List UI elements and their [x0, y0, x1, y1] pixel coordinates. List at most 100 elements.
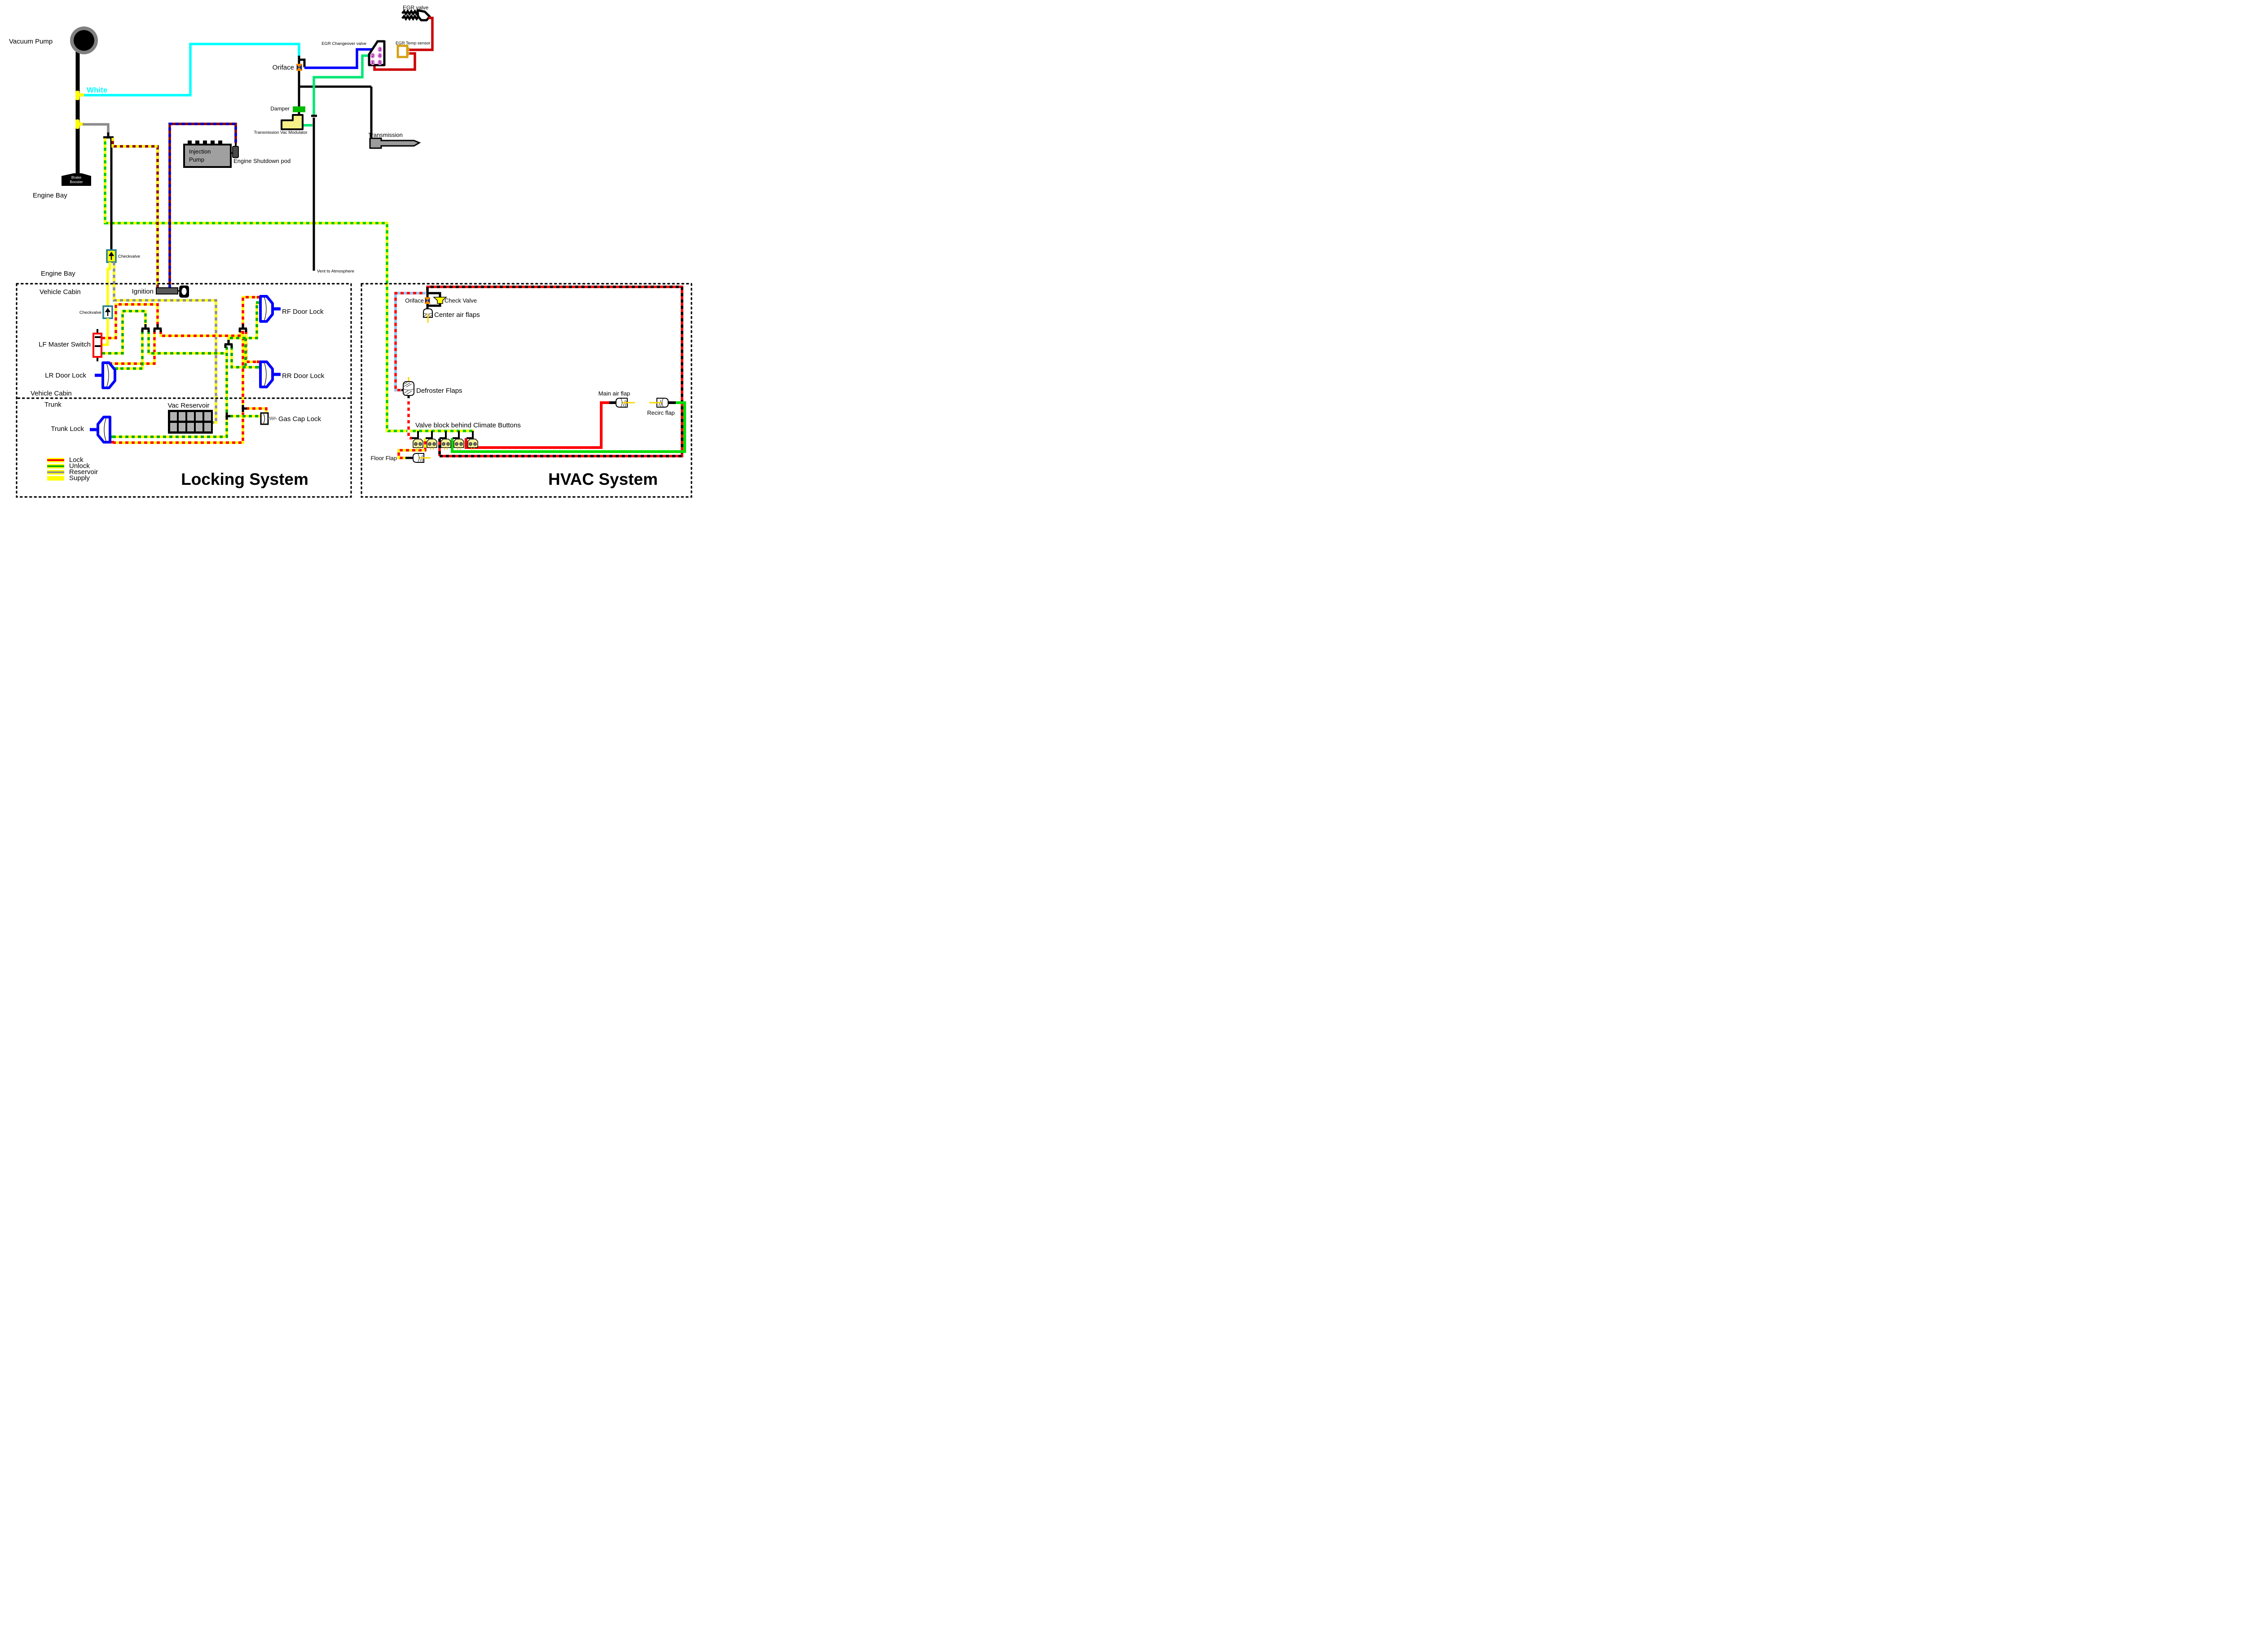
oriface-symbol-engine: [296, 64, 302, 71]
label-egr-changeover: EGR Changeover valve: [321, 41, 366, 46]
oriface-fitting: [298, 56, 306, 67]
line-shutdown-pod: [168, 123, 237, 288]
tee-unlock-2: [224, 340, 233, 348]
checkvalve-engine-bay: [106, 249, 117, 263]
hvac-red-line: [465, 401, 610, 449]
line-unlock-supply-long: [104, 138, 474, 432]
injection-pump: Injection Pump: [183, 141, 232, 168]
legend: Lock Unlock Reservoir Supply: [47, 456, 98, 482]
label-checkvalve-2: Checkvalve: [79, 310, 101, 315]
transmission: [369, 137, 421, 149]
label-main-air-flap: Main air flap: [599, 390, 630, 397]
tee-lock-2: [238, 324, 247, 332]
climate-valve: [467, 439, 478, 450]
label-trunk: Trunk: [44, 401, 62, 409]
recirc-flap-pod: [649, 398, 676, 408]
line-unlock-cross: [147, 331, 227, 355]
line-lock-rf: [242, 296, 258, 326]
climate-valve: [427, 439, 437, 450]
climate-valve: [413, 439, 423, 450]
trans-vac-modulator: [281, 114, 313, 130]
label-shutdown-pod: Engine Shutdown pod: [233, 158, 291, 164]
label-recirc-flap: Recirc flap: [647, 409, 674, 416]
line-unlock-rr: [230, 347, 256, 369]
egr-pin-3: 3: [379, 47, 381, 52]
label-trunk-lock: Trunk Lock: [51, 425, 84, 433]
egr-red-line-1: [408, 17, 434, 51]
label-hvac-oriface: Oriface: [405, 297, 424, 304]
egr-temp-sensor: [396, 44, 409, 58]
floor-flap-pod: [405, 453, 431, 463]
label-floor-flap: Floor Flap: [370, 455, 397, 461]
label-white: White: [87, 86, 107, 94]
label-vacuum-pump: Vacuum Pump: [9, 38, 53, 45]
climate-valve: [453, 439, 464, 450]
label-checkvalve-1: Checkvalve: [118, 254, 140, 259]
rf-door-lock: [256, 295, 281, 323]
brake-booster: Brake Booster: [62, 173, 91, 186]
tee-gascap-red: [242, 405, 247, 412]
locking-system-title: Locking System: [181, 470, 308, 488]
tee-gascap-green: [225, 413, 230, 420]
tee-unlock-1: [141, 324, 150, 332]
label-oriface-engine: Oriface: [273, 64, 294, 71]
line-lock-gascap: [246, 407, 268, 413]
label-valve-block: Valve block behind Climate Buttons: [415, 422, 521, 429]
label-injection-1: Injection: [189, 148, 211, 155]
line-supply-yellow: [106, 262, 111, 306]
hvac-check-valve: [433, 297, 447, 304]
line-lock-lr: [113, 331, 156, 365]
egr-blue-line: [304, 48, 377, 69]
vac-reservoir: [168, 410, 213, 434]
line-unlock-from-switch: [102, 310, 147, 355]
egr-valve: [401, 9, 431, 22]
hvac-green-line: [451, 401, 686, 453]
label-vehicle-cabin-boundary: Vehicle Cabin: [40, 288, 81, 296]
lr-door-lock: [95, 361, 118, 389]
valve-block-valves: [412, 431, 478, 450]
legend-label-supply: Supply: [69, 475, 90, 482]
hvac-system-title: HVAC System: [548, 470, 658, 488]
label-transmission: Transmission: [368, 132, 403, 138]
trunk-lock: [90, 416, 115, 444]
label-engine-bay-top: Engine Bay: [33, 192, 67, 199]
center-air-flaps-pod: [423, 308, 433, 323]
checkvalve-cabin: [102, 305, 113, 319]
egr-pin-2: 2: [371, 53, 374, 58]
climate-valve: [440, 439, 451, 450]
label-vac-reservoir: Vac Reservoir: [167, 402, 209, 409]
label-injection-2: Pump: [189, 156, 204, 163]
label-ignition: Ignition: [132, 288, 154, 295]
line-unlock-trunk: [114, 347, 228, 438]
label-egr-valve: EGR valve: [403, 4, 429, 11]
vacuum-pump: [70, 26, 98, 175]
damper: [293, 106, 305, 112]
label-engine-bay-boundary: Engine Bay: [41, 270, 75, 277]
white-hose: [84, 43, 300, 97]
label-brake-booster-2: Booster: [70, 180, 83, 184]
label-lf-master-switch: LF Master Switch: [39, 341, 91, 348]
hvac-red-white-line: [407, 398, 413, 439]
label-damper: Damper: [270, 105, 290, 112]
rr-door-lock: [256, 360, 281, 388]
label-egr-temp-sensor: EGR Temp sensor: [396, 41, 430, 46]
label-vent: Vent to Atmosphere: [317, 269, 354, 274]
lf-master-switch: [92, 329, 102, 361]
line-lock-cross: [159, 331, 242, 337]
egr-changeover-valve: 3 2 4 1 5: [368, 40, 386, 66]
legend-label-reservoir: Reservoir: [69, 468, 98, 476]
egr-pin-5: 5: [379, 60, 381, 65]
line-lock-from-switch: [102, 303, 159, 339]
line-reservoir: [113, 262, 217, 424]
legend-label-lock: Lock: [69, 456, 84, 464]
egr-red-line-2: [373, 52, 416, 71]
label-gas-cap-lock: Gas Cap Lock: [278, 415, 321, 423]
egr-pin-4: 4: [379, 53, 381, 58]
gray-hose: [83, 123, 110, 133]
vacuum-diagram-page: Vacuum Pump White Brake Booster Engine B…: [0, 0, 704, 503]
label-rf-door-lock: RF Door Lock: [282, 308, 324, 316]
label-defroster-flaps: Defroster Flaps: [416, 387, 462, 395]
line-unlock-lr: [118, 331, 144, 370]
label-lr-door-lock: LR Door Lock: [45, 372, 86, 379]
egr-pin-1: 1: [371, 60, 374, 65]
